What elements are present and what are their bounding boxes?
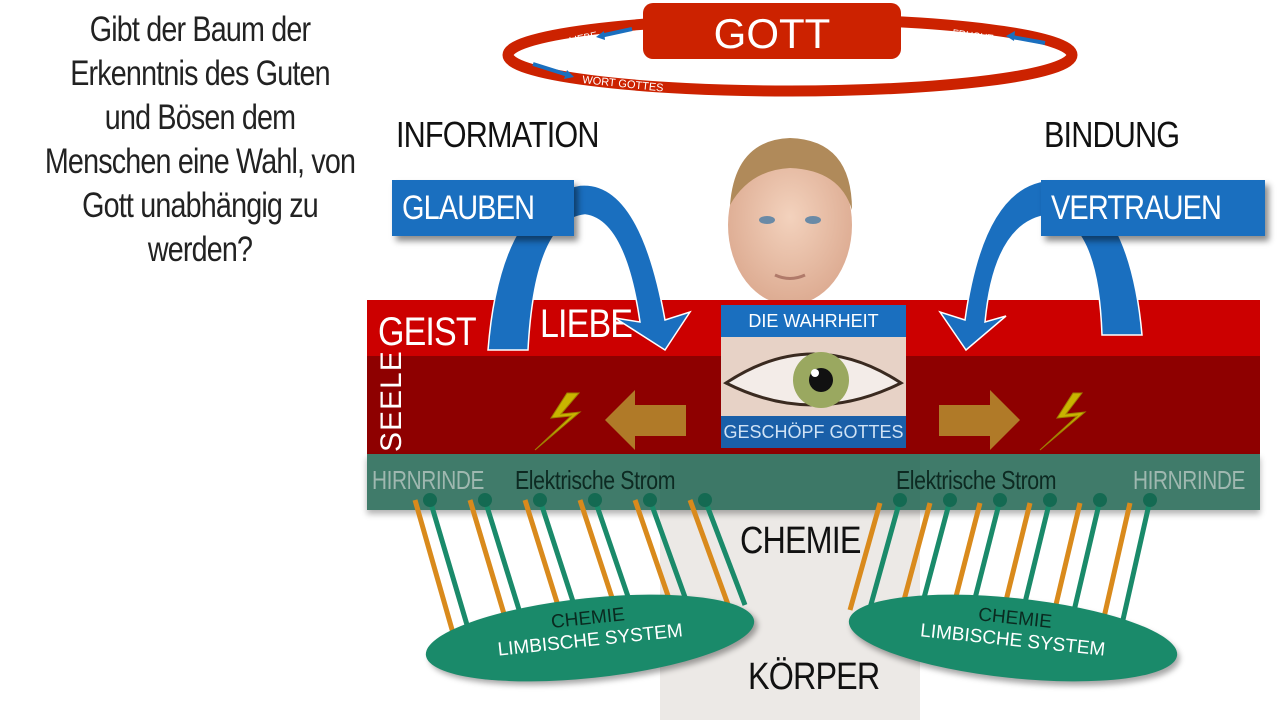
gott-box xyxy=(643,3,901,59)
nerve-node xyxy=(698,493,712,507)
nerve-green xyxy=(1117,499,1153,634)
question-text: Gibt der Baum der Erkenntnis des Guten u… xyxy=(44,8,356,272)
arrow-left-icon xyxy=(1006,31,1046,45)
label-koerper: KÖRPER xyxy=(748,656,880,698)
nerve-green xyxy=(647,499,693,612)
eye-image xyxy=(723,352,904,408)
nerve-node xyxy=(478,493,492,507)
nerve-node xyxy=(423,493,437,507)
geschoepf-gottes-label: GESCHÖPF GOTTES xyxy=(721,416,906,448)
gott-cycle: GOTT LIEBE FRUCHT WORT GOTTES xyxy=(502,3,1078,97)
heading-information: INFORMATION xyxy=(396,114,599,155)
heading-bindung: BINDUNG xyxy=(1044,114,1180,155)
arrow-left-icon xyxy=(596,27,633,40)
label-strom-right: Elektrische Strom xyxy=(896,465,1057,495)
glauben-box: GLAUBEN xyxy=(392,180,574,236)
question-line: Gibt der Baum der xyxy=(89,10,311,49)
question-line: und Bösen dem xyxy=(104,98,296,137)
label-chemie: CHEMIE xyxy=(740,520,861,562)
nerve-green xyxy=(867,499,903,609)
nerve-node xyxy=(643,493,657,507)
label-geist: GEIST xyxy=(378,310,477,354)
question-line: Gott unabhängig zu xyxy=(82,186,319,225)
die-wahrheit-label: DIE WAHRHEIT xyxy=(721,305,906,337)
nerve-green xyxy=(482,499,528,630)
nerve-node xyxy=(943,493,957,507)
nerve-green xyxy=(702,499,748,606)
label-strom-left: Elektrische Strom xyxy=(515,465,676,495)
nerve-green xyxy=(917,499,953,614)
nerve-node xyxy=(893,493,907,507)
question-line: Menschen eine Wahl, von xyxy=(44,142,356,181)
face xyxy=(728,145,852,305)
label-hirnrinde-left: HIRNRINDE xyxy=(372,465,484,495)
nerve-node xyxy=(1093,493,1107,507)
glauben-label: GLAUBEN xyxy=(402,189,535,227)
nerve-orange xyxy=(412,499,458,641)
nerve-node xyxy=(533,493,547,507)
vertrauen-label: VERTRAUEN xyxy=(1051,189,1222,227)
vertrauen-box: VERTRAUEN xyxy=(1041,180,1265,236)
question-line: Erkenntnis des Guten xyxy=(70,54,330,93)
nerve-node xyxy=(1043,493,1057,507)
nerve-green xyxy=(427,499,473,636)
nerve-node xyxy=(1143,493,1157,507)
arrow-right-icon xyxy=(532,62,574,79)
hirnrinde-band xyxy=(367,454,1260,510)
hair xyxy=(730,138,852,210)
nerve-orange xyxy=(687,499,733,611)
nerve-orange xyxy=(847,502,883,611)
nerve-node xyxy=(588,493,602,507)
label-hirnrinde-right: HIRNRINDE xyxy=(1133,465,1245,495)
nerve-node xyxy=(993,493,1007,507)
gott-title: GOTT xyxy=(714,10,831,57)
question-line: werden? xyxy=(147,230,253,269)
